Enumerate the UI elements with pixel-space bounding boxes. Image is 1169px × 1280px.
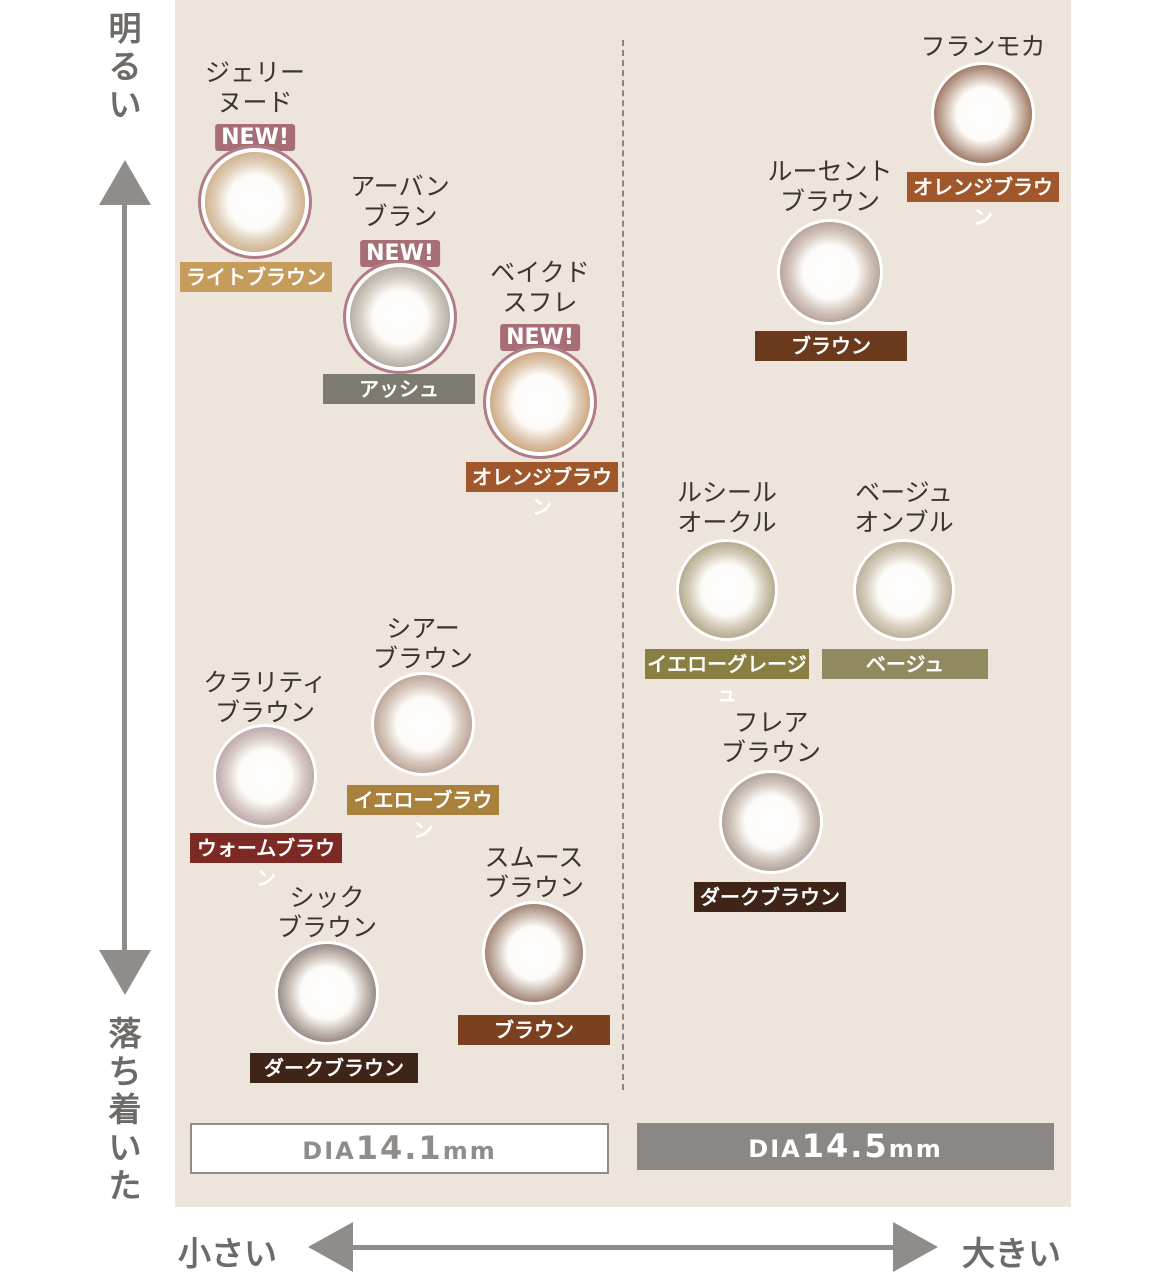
- lens-image: [205, 152, 305, 252]
- dia-small-box: DIA14.1mm: [190, 1123, 609, 1174]
- lens-image: [722, 773, 820, 871]
- dia-large-prefix: DIA: [748, 1135, 802, 1163]
- new-badge: NEW!: [360, 240, 440, 267]
- axis-left-label: 小さい: [178, 1234, 277, 1273]
- axis-bottom-label: 落ち着いた: [108, 1014, 142, 1205]
- lens-color-tag: イエローブラウン: [347, 785, 499, 842]
- lens-name: アーバン ブラン: [350, 172, 450, 231]
- lens-image: [350, 267, 450, 367]
- lens-image: [278, 944, 376, 1042]
- dia-large-box: DIA14.5mm: [637, 1123, 1054, 1170]
- lens-name: ベイクド スフレ: [490, 258, 590, 317]
- lens-color-tag: ブラウン: [755, 331, 907, 361]
- lens-image: [934, 65, 1032, 163]
- horizontal-axis-line: [345, 1245, 905, 1250]
- lens-color-tag: ダークブラウン: [694, 882, 846, 912]
- lens-image: [216, 727, 314, 825]
- lens-image: [490, 352, 590, 452]
- axis-right-label: 大きい: [962, 1234, 1061, 1273]
- lens-color-tag: イエローグレージュ: [645, 649, 809, 706]
- lens-color-tag: ウォームブラウン: [190, 833, 342, 890]
- arrow-down-icon: [99, 950, 151, 995]
- vertical-axis-line: [122, 190, 127, 960]
- lens-name: スムース ブラウン: [483, 843, 585, 902]
- dia-large-value: 14.5: [801, 1127, 889, 1165]
- lens-image: [679, 542, 775, 638]
- dia-small-prefix: DIA: [302, 1137, 356, 1165]
- lens-color-tag: オレンジブラウン: [466, 462, 618, 519]
- lens-name: シアー ブラウン: [372, 614, 474, 673]
- lens-color-tag: アッシュ: [323, 374, 475, 404]
- arrow-right-icon: [893, 1222, 938, 1272]
- lens-name: クラリティ ブラウン: [203, 668, 327, 727]
- dia-divider-line: [622, 40, 624, 1090]
- lens-color-tag: ベージュ: [822, 649, 988, 679]
- lens-name: ベージュ オンブル: [854, 478, 954, 537]
- lens-color-tag: ブラウン: [458, 1015, 610, 1045]
- lens-image: [374, 675, 472, 773]
- new-badge: NEW!: [500, 324, 580, 351]
- lens-color-tag: オレンジブラウン: [907, 172, 1059, 229]
- lens-name: フランモカ: [920, 32, 1046, 61]
- lens-name: ルシール オークル: [676, 478, 778, 537]
- lens-name: フレア ブラウン: [720, 708, 822, 767]
- lens-image: [780, 222, 880, 322]
- lens-name: シック ブラウン: [276, 883, 378, 942]
- lens-color-tag: ダークブラウン: [250, 1053, 418, 1083]
- dia-small-value: 14.1: [355, 1129, 443, 1167]
- dia-small-unit: mm: [442, 1137, 497, 1165]
- lens-color-tag: ライトブラウン: [180, 262, 332, 292]
- dia-large-unit: mm: [888, 1135, 943, 1163]
- lens-name: ジェリー ヌード: [204, 58, 306, 117]
- lens-image: [856, 542, 952, 638]
- new-badge: NEW!: [215, 124, 295, 151]
- lens-name: ルーセント ブラウン: [767, 157, 893, 216]
- lens-image: [485, 904, 583, 1002]
- axis-top-label: 明るい: [108, 9, 142, 124]
